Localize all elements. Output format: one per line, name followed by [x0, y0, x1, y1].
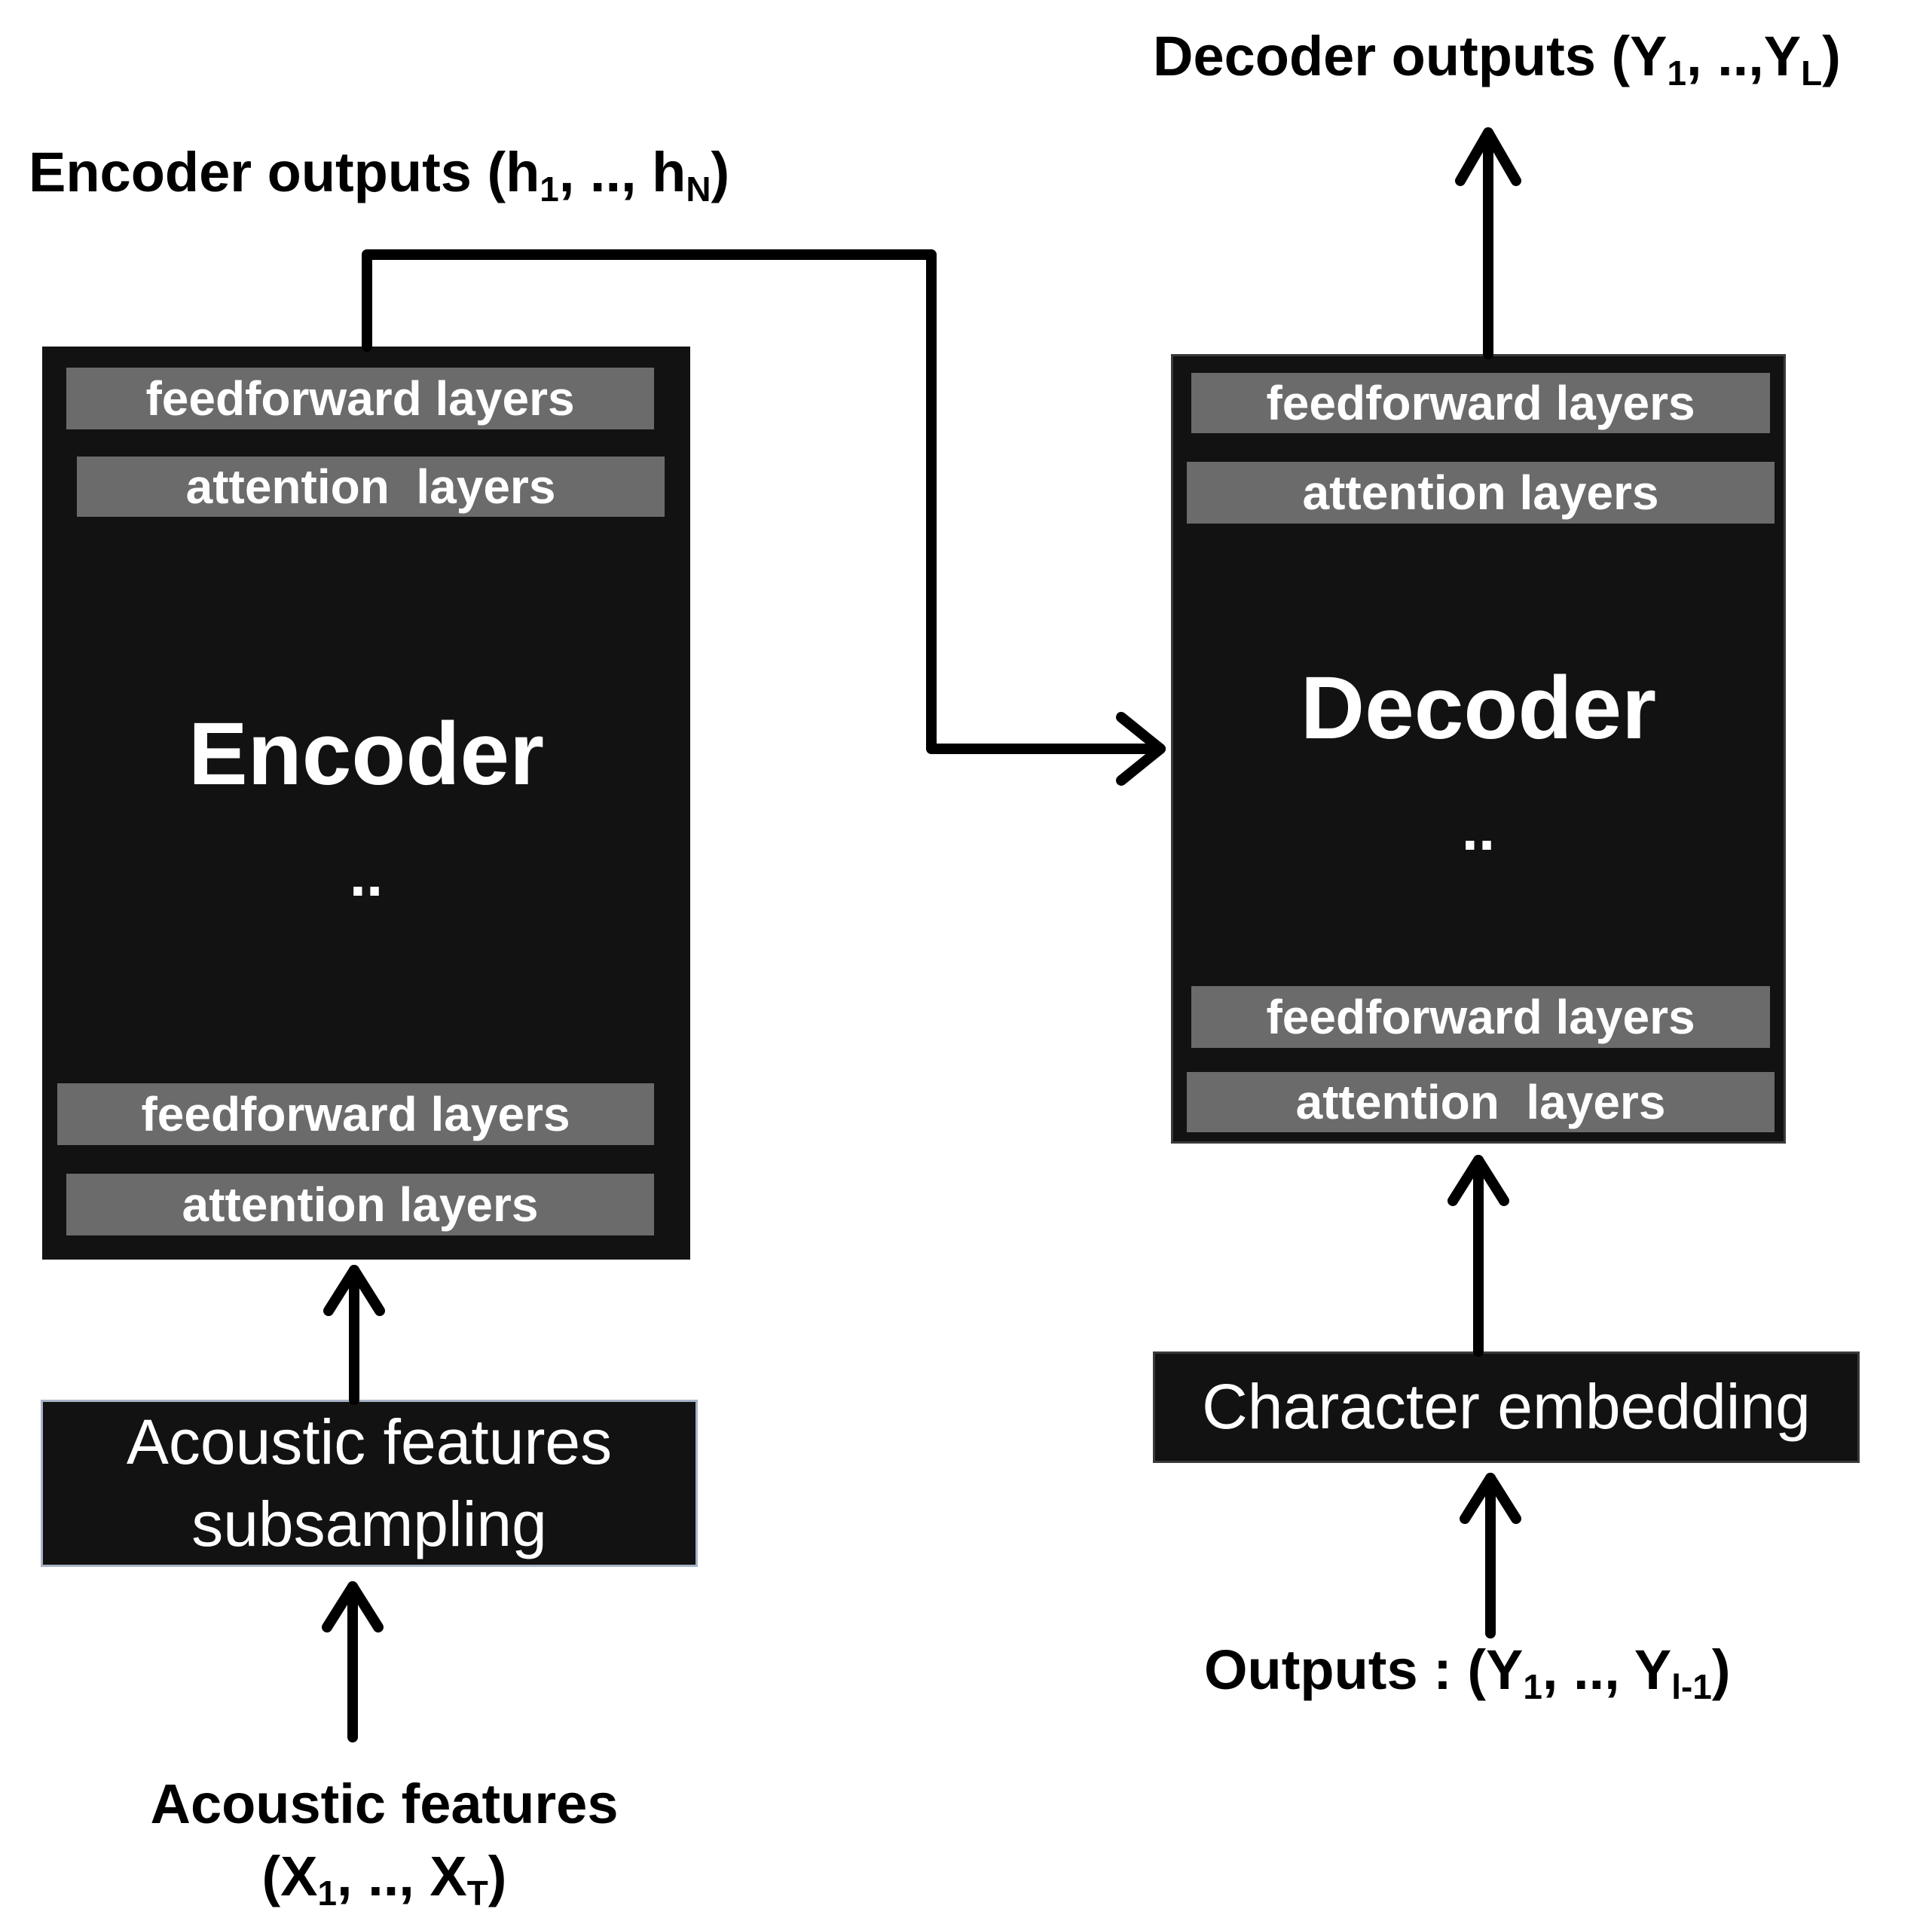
acoustic-features-line2: (X1, .., XT)	[261, 1845, 507, 1913]
encoder-title: Encoder	[188, 704, 545, 804]
encoder-to-decoder-arrowhead	[1116, 712, 1166, 786]
character-embedding-text: Character embedding	[1202, 1371, 1811, 1443]
encoder-top-attention-layer: attention layers	[77, 457, 665, 517]
encoder-block: feedforward layers attention layers Enco…	[42, 347, 690, 1260]
decoder-title: Decoder	[1300, 658, 1657, 758]
outputs-to-embedding-arrowhead	[1460, 1473, 1521, 1524]
encoder-to-decoder-connector	[362, 249, 1166, 754]
character-embedding-box: Character embedding	[1153, 1351, 1860, 1463]
acoustic-features-line1: Acoustic features	[150, 1773, 619, 1835]
outputs-label: Outputs : (Y1, .., Yl-1)	[1204, 1638, 1731, 1706]
decoder-output-arrowhead	[1455, 127, 1521, 186]
encoder-dots: ..	[349, 841, 384, 909]
decoder-bottom-feedforward-layer: feedforward layers	[1191, 986, 1770, 1048]
decoder-outputs-label: Decoder outputs (Y1, ..,YL)	[1153, 25, 1841, 93]
decoder-top-feedforward-layer: feedforward layers	[1191, 373, 1770, 433]
acoustic-features-label: Acoustic features (X1, .., XT)	[0, 1773, 769, 1913]
acoustic-subsampling-line1: Acoustic features	[126, 1406, 613, 1477]
encoder-outputs-label: Encoder outputs (h1, .., hN)	[29, 141, 730, 209]
decoder-bottom-attention-layer: attention layers	[1187, 1072, 1775, 1132]
encoder-top-feedforward-layer: feedforward layers	[66, 368, 654, 429]
features-to-subsampling-arrowhead	[322, 1581, 384, 1632]
decoder-block: feedforward layers attention layers Deco…	[1171, 354, 1786, 1144]
decoder-top-attention-layer: attention layers	[1187, 462, 1775, 524]
encoder-bottom-attention-layer: attention layers	[66, 1174, 654, 1235]
acoustic-subsampling-line2: subsampling	[191, 1489, 547, 1559]
encoder-bottom-feedforward-layer: feedforward layers	[57, 1083, 654, 1145]
acoustic-subsampling-box: Acoustic features subsampling	[41, 1400, 698, 1567]
embedding-to-decoder-arrowhead	[1447, 1155, 1509, 1206]
decoder-dots: ..	[1461, 796, 1496, 863]
subsampling-to-encoder-arrowhead	[323, 1265, 385, 1316]
